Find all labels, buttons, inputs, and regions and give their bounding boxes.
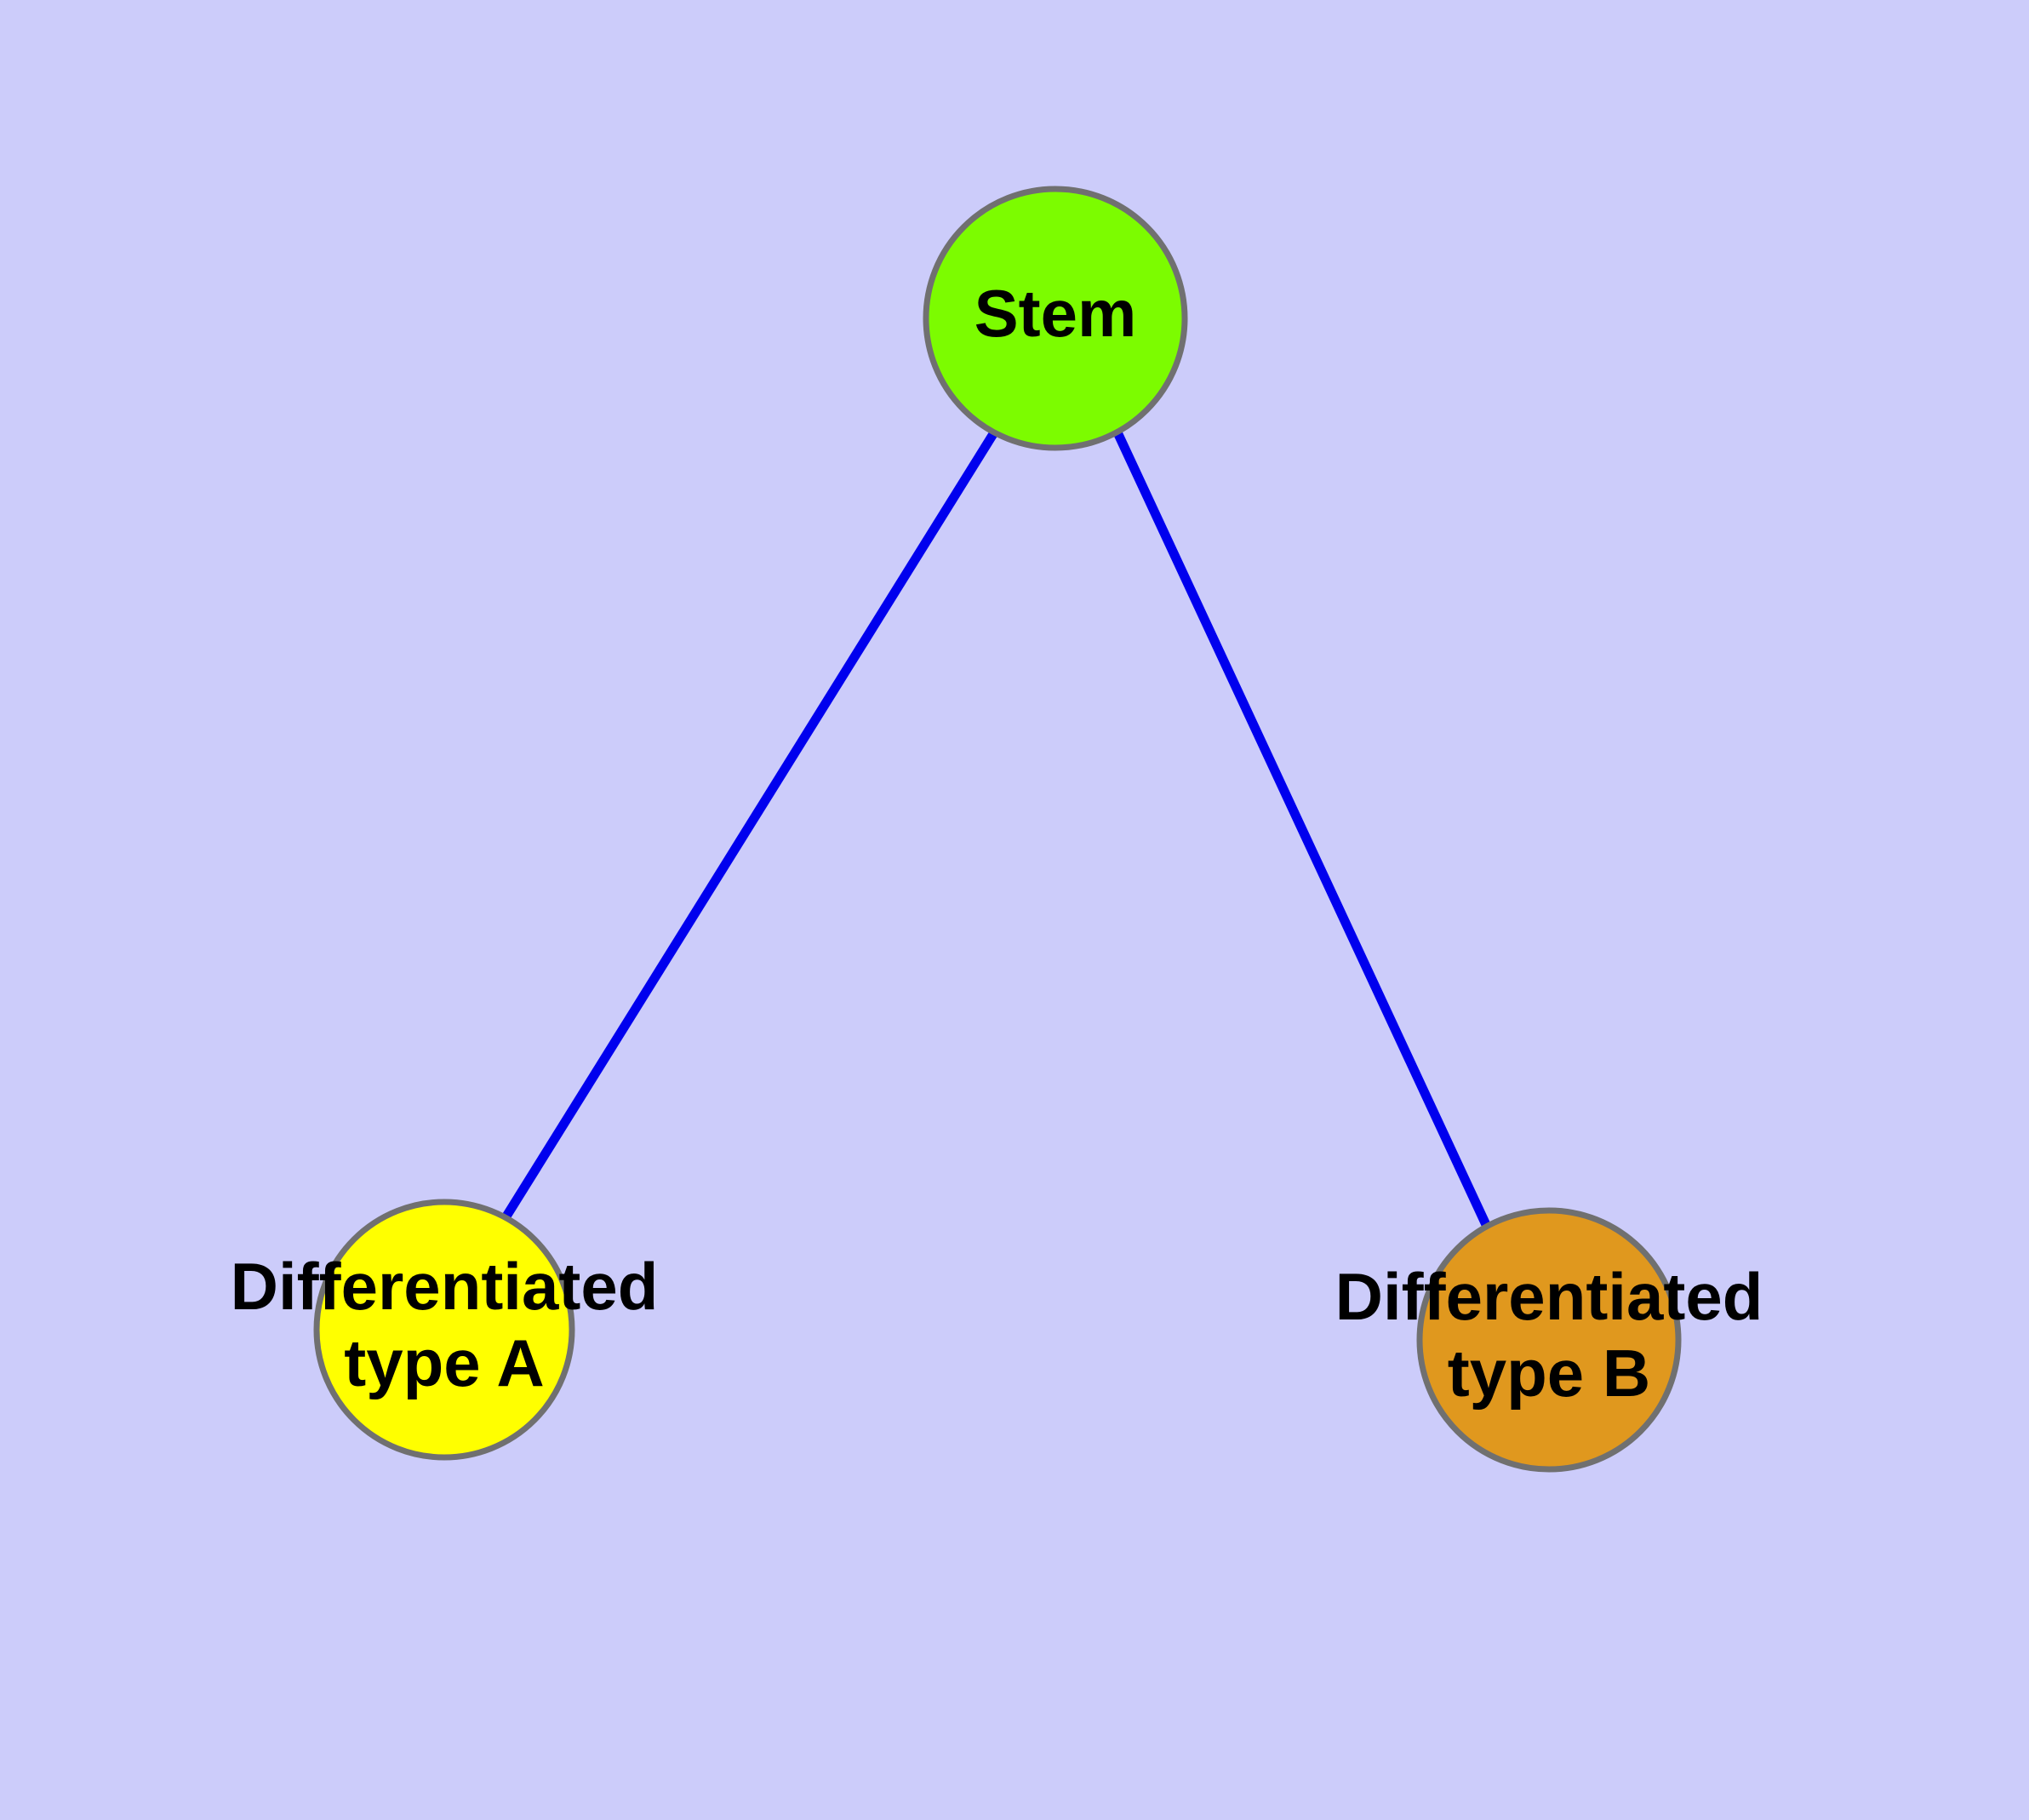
graph-node-stem[interactable] [923, 186, 1188, 451]
graph-node-label-line: Differentiated [1335, 1258, 1763, 1333]
graph-node-label-stem: Stem [974, 276, 1137, 351]
graph-node-label-line: Differentiated [231, 1248, 659, 1323]
graph-edge-stem-to-diff-a[interactable] [500, 427, 1000, 1222]
graph-node-label-line: type B [1448, 1336, 1650, 1411]
graph-node-label-line: type A [344, 1325, 545, 1400]
graph-node-diff-b[interactable] [1416, 1207, 1682, 1473]
edges-layer [500, 427, 1492, 1231]
graph-edge-stem-to-diff-b[interactable] [1113, 430, 1492, 1231]
nodes-layer [313, 186, 1682, 1473]
graph-node-diff-a[interactable] [313, 1199, 575, 1461]
graph-node-label-line: Stem [974, 276, 1137, 351]
